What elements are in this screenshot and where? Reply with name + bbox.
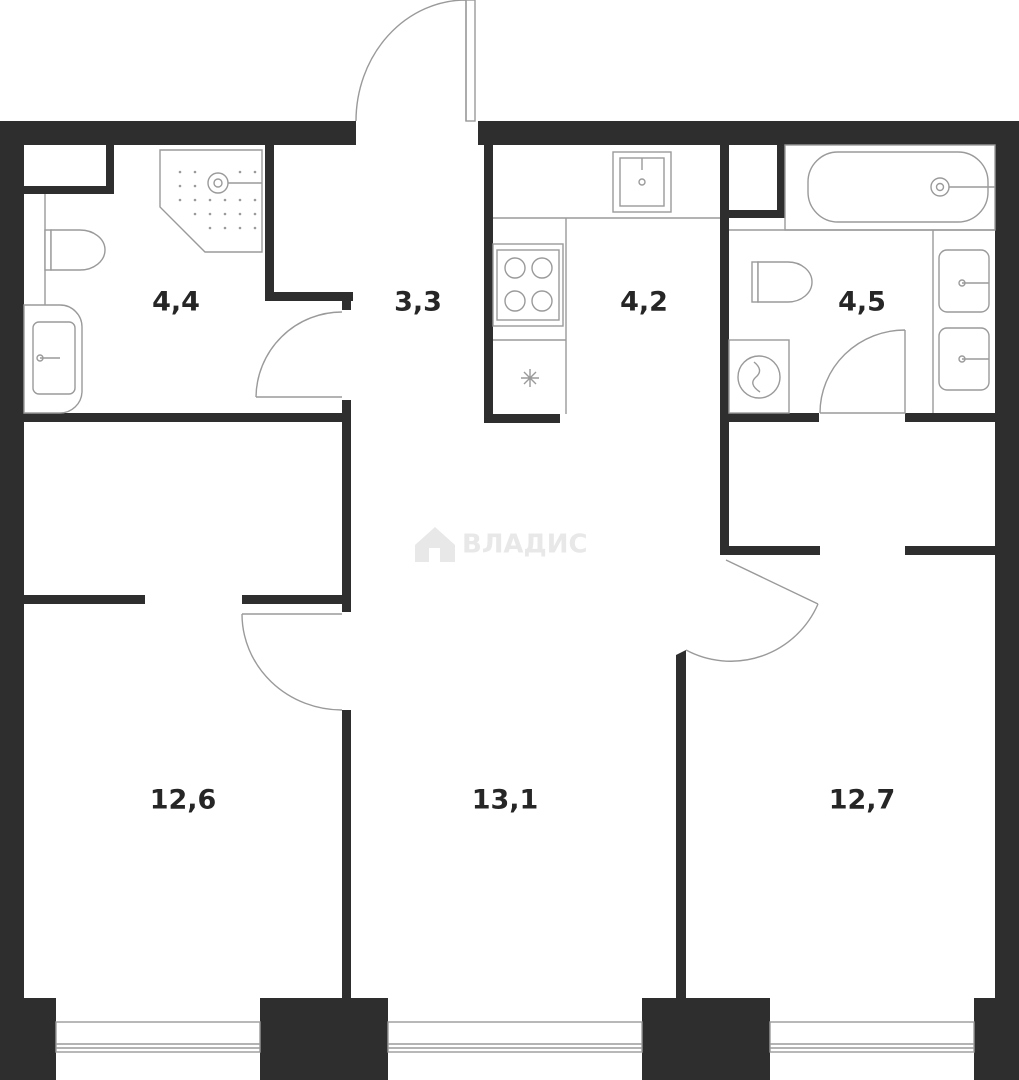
sink-icon — [938, 327, 990, 391]
toilet-icon — [751, 261, 813, 303]
right-bathroom-fixtures — [728, 144, 996, 414]
room-area-kitchen: 4,2 — [620, 287, 668, 318]
walls — [0, 121, 1019, 1080]
room-area-bedroom-right: 12,7 — [829, 785, 896, 816]
window-right — [769, 1021, 975, 1053]
window-center — [387, 1021, 643, 1053]
room-area-living-room: 13,1 — [472, 785, 539, 816]
entrance-door-swing — [355, 0, 467, 122]
window-left — [55, 1021, 261, 1053]
kitchen-sink-icon — [612, 151, 672, 213]
bathtub-icon — [784, 144, 996, 231]
room-area-bathroom-tub: 4,5 — [838, 287, 886, 318]
room-area-bathroom-shower: 4,4 — [152, 287, 200, 318]
windows — [55, 1021, 975, 1053]
stove-icon — [492, 243, 564, 327]
kitchen-fixtures — [492, 151, 720, 414]
left-bathroom-fixtures — [23, 149, 263, 414]
room-area-bedroom-left: 12,6 — [150, 785, 217, 816]
shower-icon — [159, 149, 263, 253]
fridge-icon — [493, 339, 566, 387]
room-area-hallway: 3,3 — [394, 287, 442, 318]
toilet-icon — [44, 229, 106, 271]
sink-icon — [23, 304, 83, 414]
room-labels: 4,4 3,3 4,2 4,5 12,6 13,1 12,7 — [150, 287, 896, 816]
washing-machine-icon — [728, 339, 790, 414]
watermark: ВЛАДИС — [415, 527, 588, 562]
house-logo-icon — [415, 527, 455, 562]
watermark-text: ВЛАДИС — [462, 530, 588, 560]
doors — [241, 0, 906, 711]
sink-icon — [938, 249, 990, 313]
